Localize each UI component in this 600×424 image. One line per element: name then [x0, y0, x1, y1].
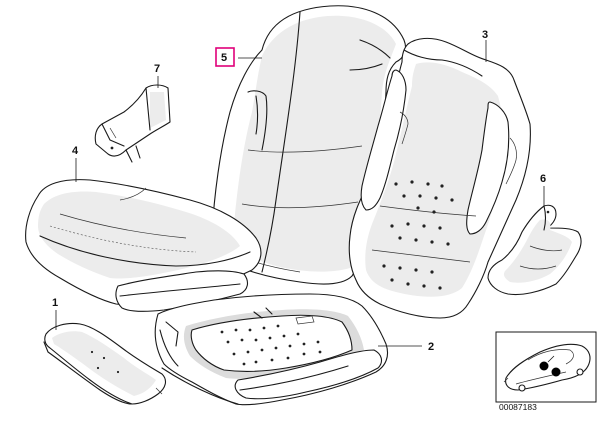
seat-location-marker-icon — [539, 361, 549, 371]
part-2-seat-base[interactable] — [154, 293, 389, 406]
callout-5[interactable]: 5 — [221, 52, 227, 64]
part-6-side-trim[interactable] — [487, 204, 582, 296]
part-7-trim-cover[interactable] — [94, 84, 171, 163]
part-1-front-panel[interactable] — [43, 322, 167, 405]
leader-lines — [55, 40, 545, 347]
callout-4[interactable]: 4 — [72, 145, 79, 157]
callout-1[interactable]: 1 — [52, 297, 58, 309]
car-outline-icon — [503, 343, 591, 392]
seat-base-vent-holes — [220, 324, 322, 366]
callout-labels: 5 3 7 4 6 1 2 — [52, 29, 546, 353]
car-location-inset — [495, 331, 597, 403]
callout-3[interactable]: 3 — [482, 29, 488, 41]
part-3-backrest-frame[interactable] — [348, 37, 531, 319]
callout-2[interactable]: 2 — [428, 341, 434, 353]
diagram-number: 00087183 — [499, 402, 537, 412]
backrest-vent-holes — [382, 180, 454, 290]
callout-5-highlight-box — [215, 47, 235, 67]
callout-7[interactable]: 7 — [154, 63, 160, 75]
callout-6[interactable]: 6 — [540, 173, 546, 185]
part-5-backrest-cover[interactable] — [210, 5, 407, 285]
part-4-seat-cushion[interactable] — [25, 179, 262, 312]
seat-location-marker-icon — [551, 367, 561, 377]
